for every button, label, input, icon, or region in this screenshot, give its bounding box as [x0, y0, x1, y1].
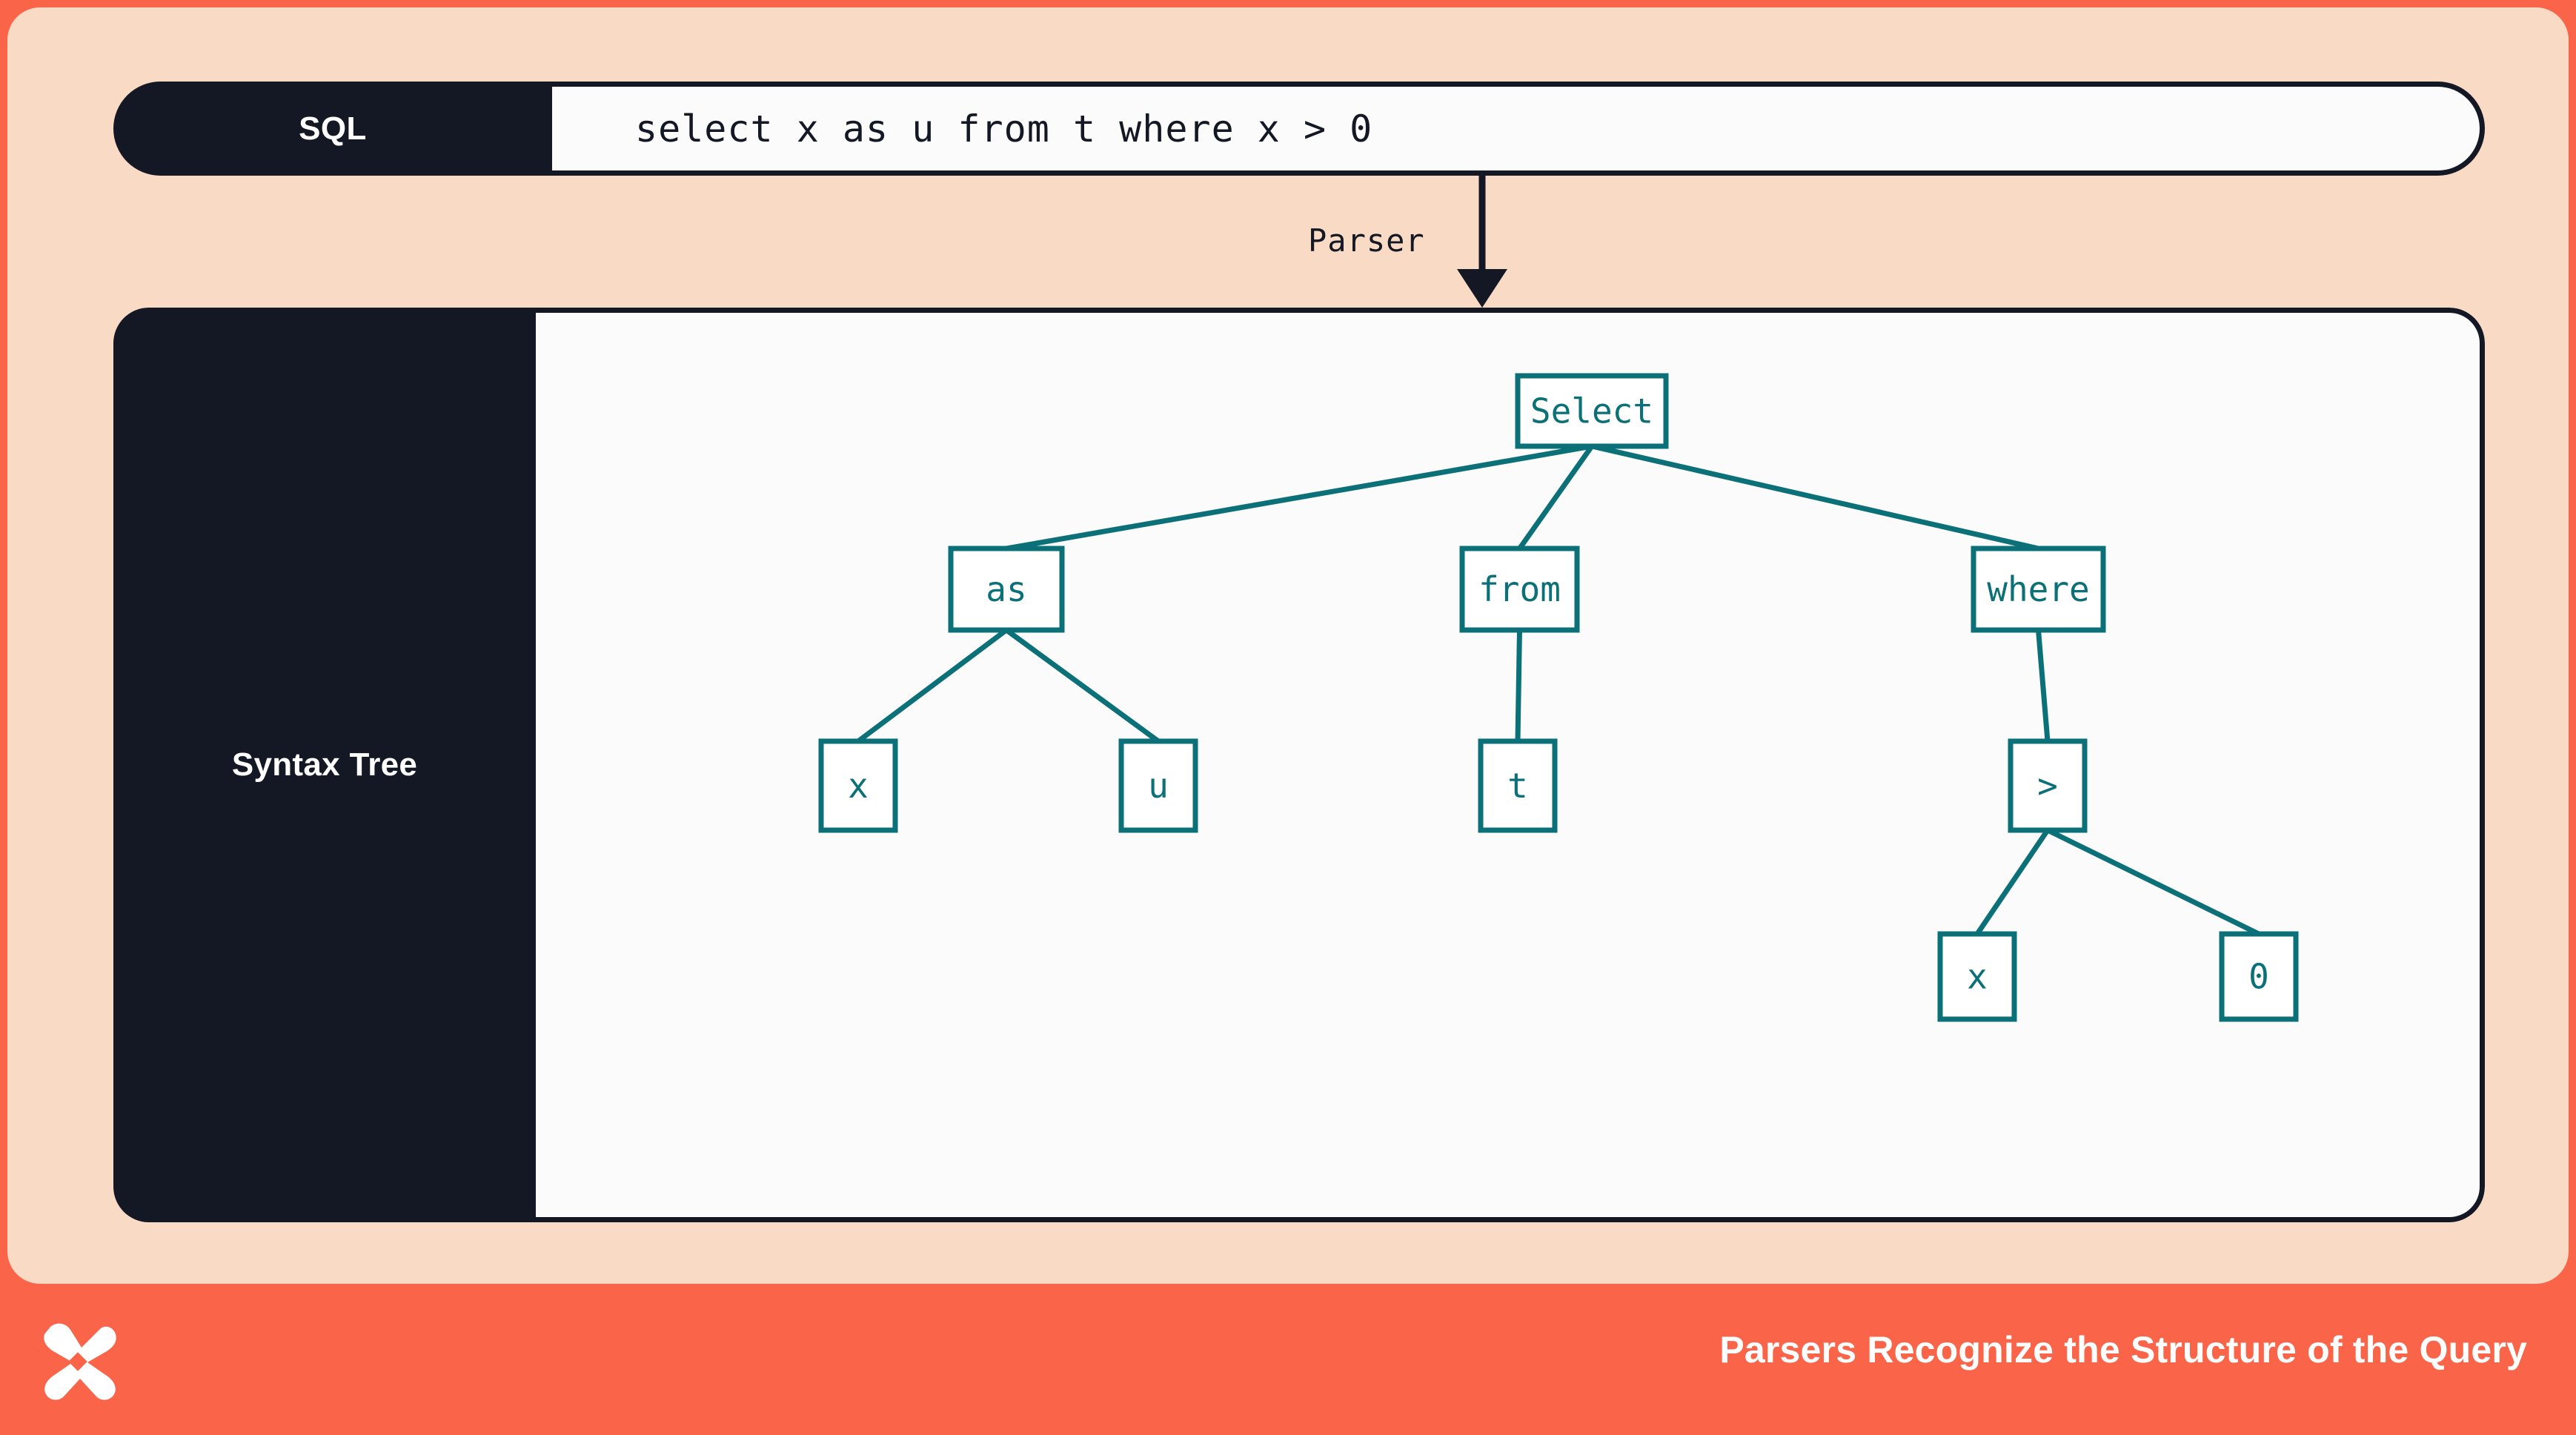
tree-node-label: u	[1148, 766, 1169, 806]
tree-node-box	[1937, 931, 2017, 1022]
parser-arrow	[1267, 176, 1579, 308]
sql-query-text: select x as u from t where x > 0	[635, 107, 1373, 150]
tree-node-box	[2219, 931, 2299, 1022]
tree-node-u[interactable]: u	[1118, 738, 1198, 833]
tree-node-zero[interactable]: 0	[2219, 931, 2299, 1022]
tree-node-label: x	[848, 766, 869, 806]
tree-node-label: >	[2037, 766, 2058, 806]
tree-edge	[2036, 629, 2051, 742]
tree-node-label: 0	[2248, 957, 2269, 997]
sql-label-text: SQL	[299, 110, 367, 147]
tree-node-select[interactable]: Select	[1515, 373, 1669, 449]
footer-tagline-text: Parsers Recognize the Structure of the Q…	[1719, 1329, 2527, 1371]
tree-edge	[1006, 443, 1593, 551]
tree-edge	[1004, 628, 1161, 743]
syntax-tree-panel: Syntax Tree Select as from where x u t > x 0	[113, 308, 2485, 1222]
sql-label-pill: SQL	[113, 82, 552, 176]
tree-edge	[1975, 829, 2050, 935]
syntax-tree-label-text: Syntax Tree	[231, 746, 418, 783]
tree-node-box	[948, 546, 1065, 633]
tree-node-where[interactable]: where	[1971, 546, 2106, 633]
tree-node-as[interactable]: as	[948, 546, 1065, 633]
tree-node-label: t	[1507, 766, 1528, 806]
tree-node-box	[2008, 738, 2088, 833]
brand-x-logo-icon	[36, 1319, 119, 1402]
tree-node-label: from	[1478, 569, 1561, 609]
tree-node-box	[1971, 546, 2106, 633]
tree-node-label: Select	[1530, 391, 1653, 431]
tree-edge-group	[856, 443, 2260, 937]
tree-edge	[1517, 444, 1594, 551]
tree-edge	[1591, 443, 2039, 551]
syntax-tree-label-panel: Syntax Tree	[113, 308, 536, 1222]
tree-node-x1[interactable]: x	[818, 738, 898, 833]
tree-node-label: where	[1987, 569, 2089, 609]
tree-node-label: x	[1967, 957, 1988, 997]
tree-node-label: as	[986, 569, 1026, 609]
syntax-tree-graphic: Select as from where x u t > x 0	[818, 373, 2299, 1022]
tree-node-box	[1118, 738, 1198, 833]
tree-node-box	[818, 738, 898, 833]
tree-node-gt[interactable]: >	[2008, 738, 2088, 833]
sql-row: SQL select x as u from t where x > 0	[113, 82, 2485, 176]
sql-query-field[interactable]: select x as u from t where x > 0	[552, 82, 2485, 176]
syntax-tree-canvas: Select as from where x u t > x 0	[536, 308, 2485, 1222]
tree-node-box	[1515, 373, 1669, 449]
tree-node-box	[1459, 546, 1580, 633]
tree-edge	[1515, 629, 1522, 742]
parser-arrow-label: Parser	[1308, 222, 1425, 259]
tree-edge	[2046, 827, 2260, 937]
tree-node-t[interactable]: t	[1478, 738, 1558, 833]
tree-node-group: Select as from where x u t > x 0	[818, 373, 2299, 1022]
tree-edge	[856, 628, 1009, 743]
tree-node-box	[1478, 738, 1558, 833]
footer-bar: Parsers Recognize the Structure of the Q…	[0, 1291, 2576, 1435]
content-canvas: SQL select x as u from t where x > 0 Par…	[0, 0, 2576, 1291]
tree-node-from[interactable]: from	[1459, 546, 1580, 633]
tree-node-x2[interactable]: x	[1937, 931, 2017, 1022]
